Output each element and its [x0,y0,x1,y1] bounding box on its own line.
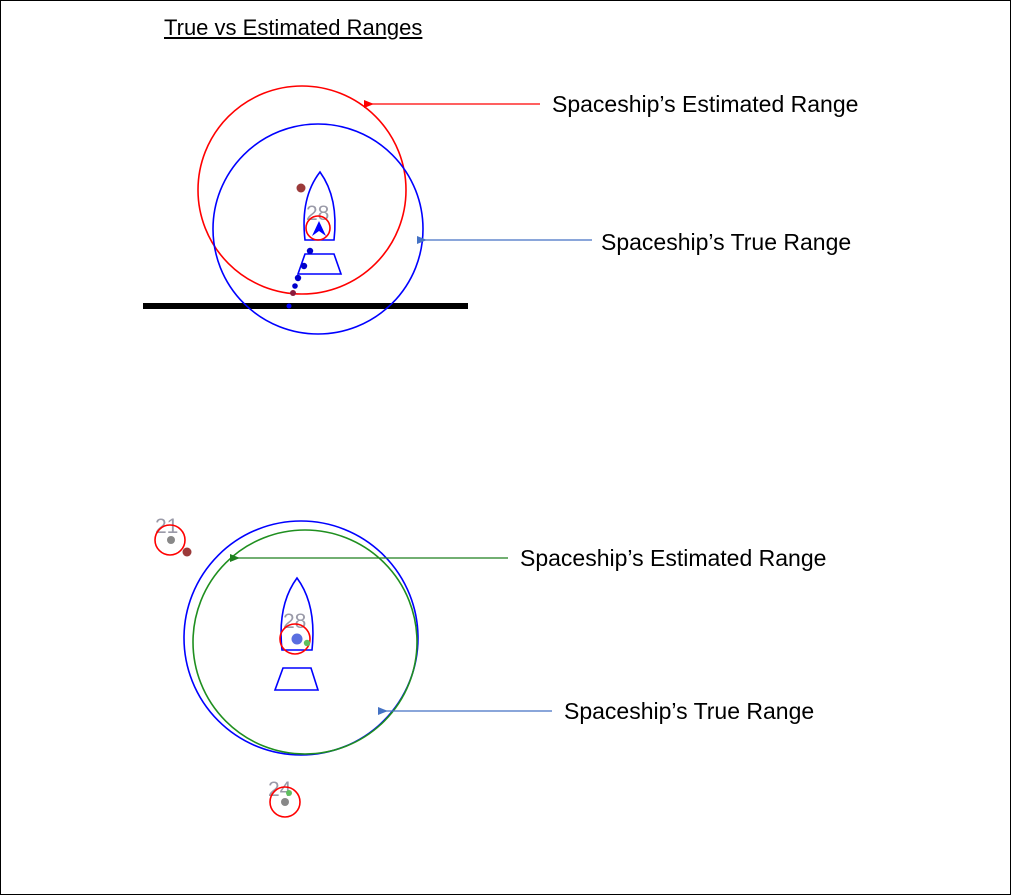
ship-24-number: 24 [268,778,292,801]
top-true-range-label: Spaceship’s True Range [601,229,852,255]
ship-24-green-marker [286,790,292,796]
bottom-scene: 28 21 24 [154,515,552,818]
ship-21-estimate-circle [154,524,186,556]
bottom-spaceship-estimate-marker [279,623,311,655]
ship-21-position-dot [167,536,175,544]
top-ground-point [290,290,296,296]
bottom-estimated-range-circle [192,529,418,755]
top-estimated-range-label: Spaceship’s Estimated Range [552,91,859,117]
bottom-true-range-label: Spaceship’s True Range [564,698,815,724]
top-scene: 28 [143,85,592,335]
top-trail-dots [292,247,314,289]
ship-21-number: 21 [155,515,178,538]
figure-title: True vs Estimated Ranges [164,15,423,40]
bottom-spaceship-number: 28 [283,610,306,633]
bottom-estimate-point [303,639,311,647]
top-brown-marker [296,183,306,193]
top-spaceship-estimate-marker [305,215,331,241]
top-true-range-circle [212,123,424,335]
top-spaceship-number: 28 [306,202,329,225]
ship-24-position-dot [281,798,289,806]
bottom-spaceship-icon [273,576,320,691]
ship-24-estimate-circle [269,786,301,818]
bottom-true-range-circle [183,520,419,756]
top-ground-marker [286,303,292,309]
ship-21-brown-marker [182,547,192,557]
top-estimated-range-circle [197,85,407,295]
ship-21-marker: 21 [154,515,192,557]
top-spaceship-position-marker [312,221,326,236]
bottom-estimated-range-label: Spaceship’s Estimated Range [520,545,827,571]
bottom-spaceship-position-marker [291,633,303,645]
ship-24-marker: 24 [268,778,301,818]
